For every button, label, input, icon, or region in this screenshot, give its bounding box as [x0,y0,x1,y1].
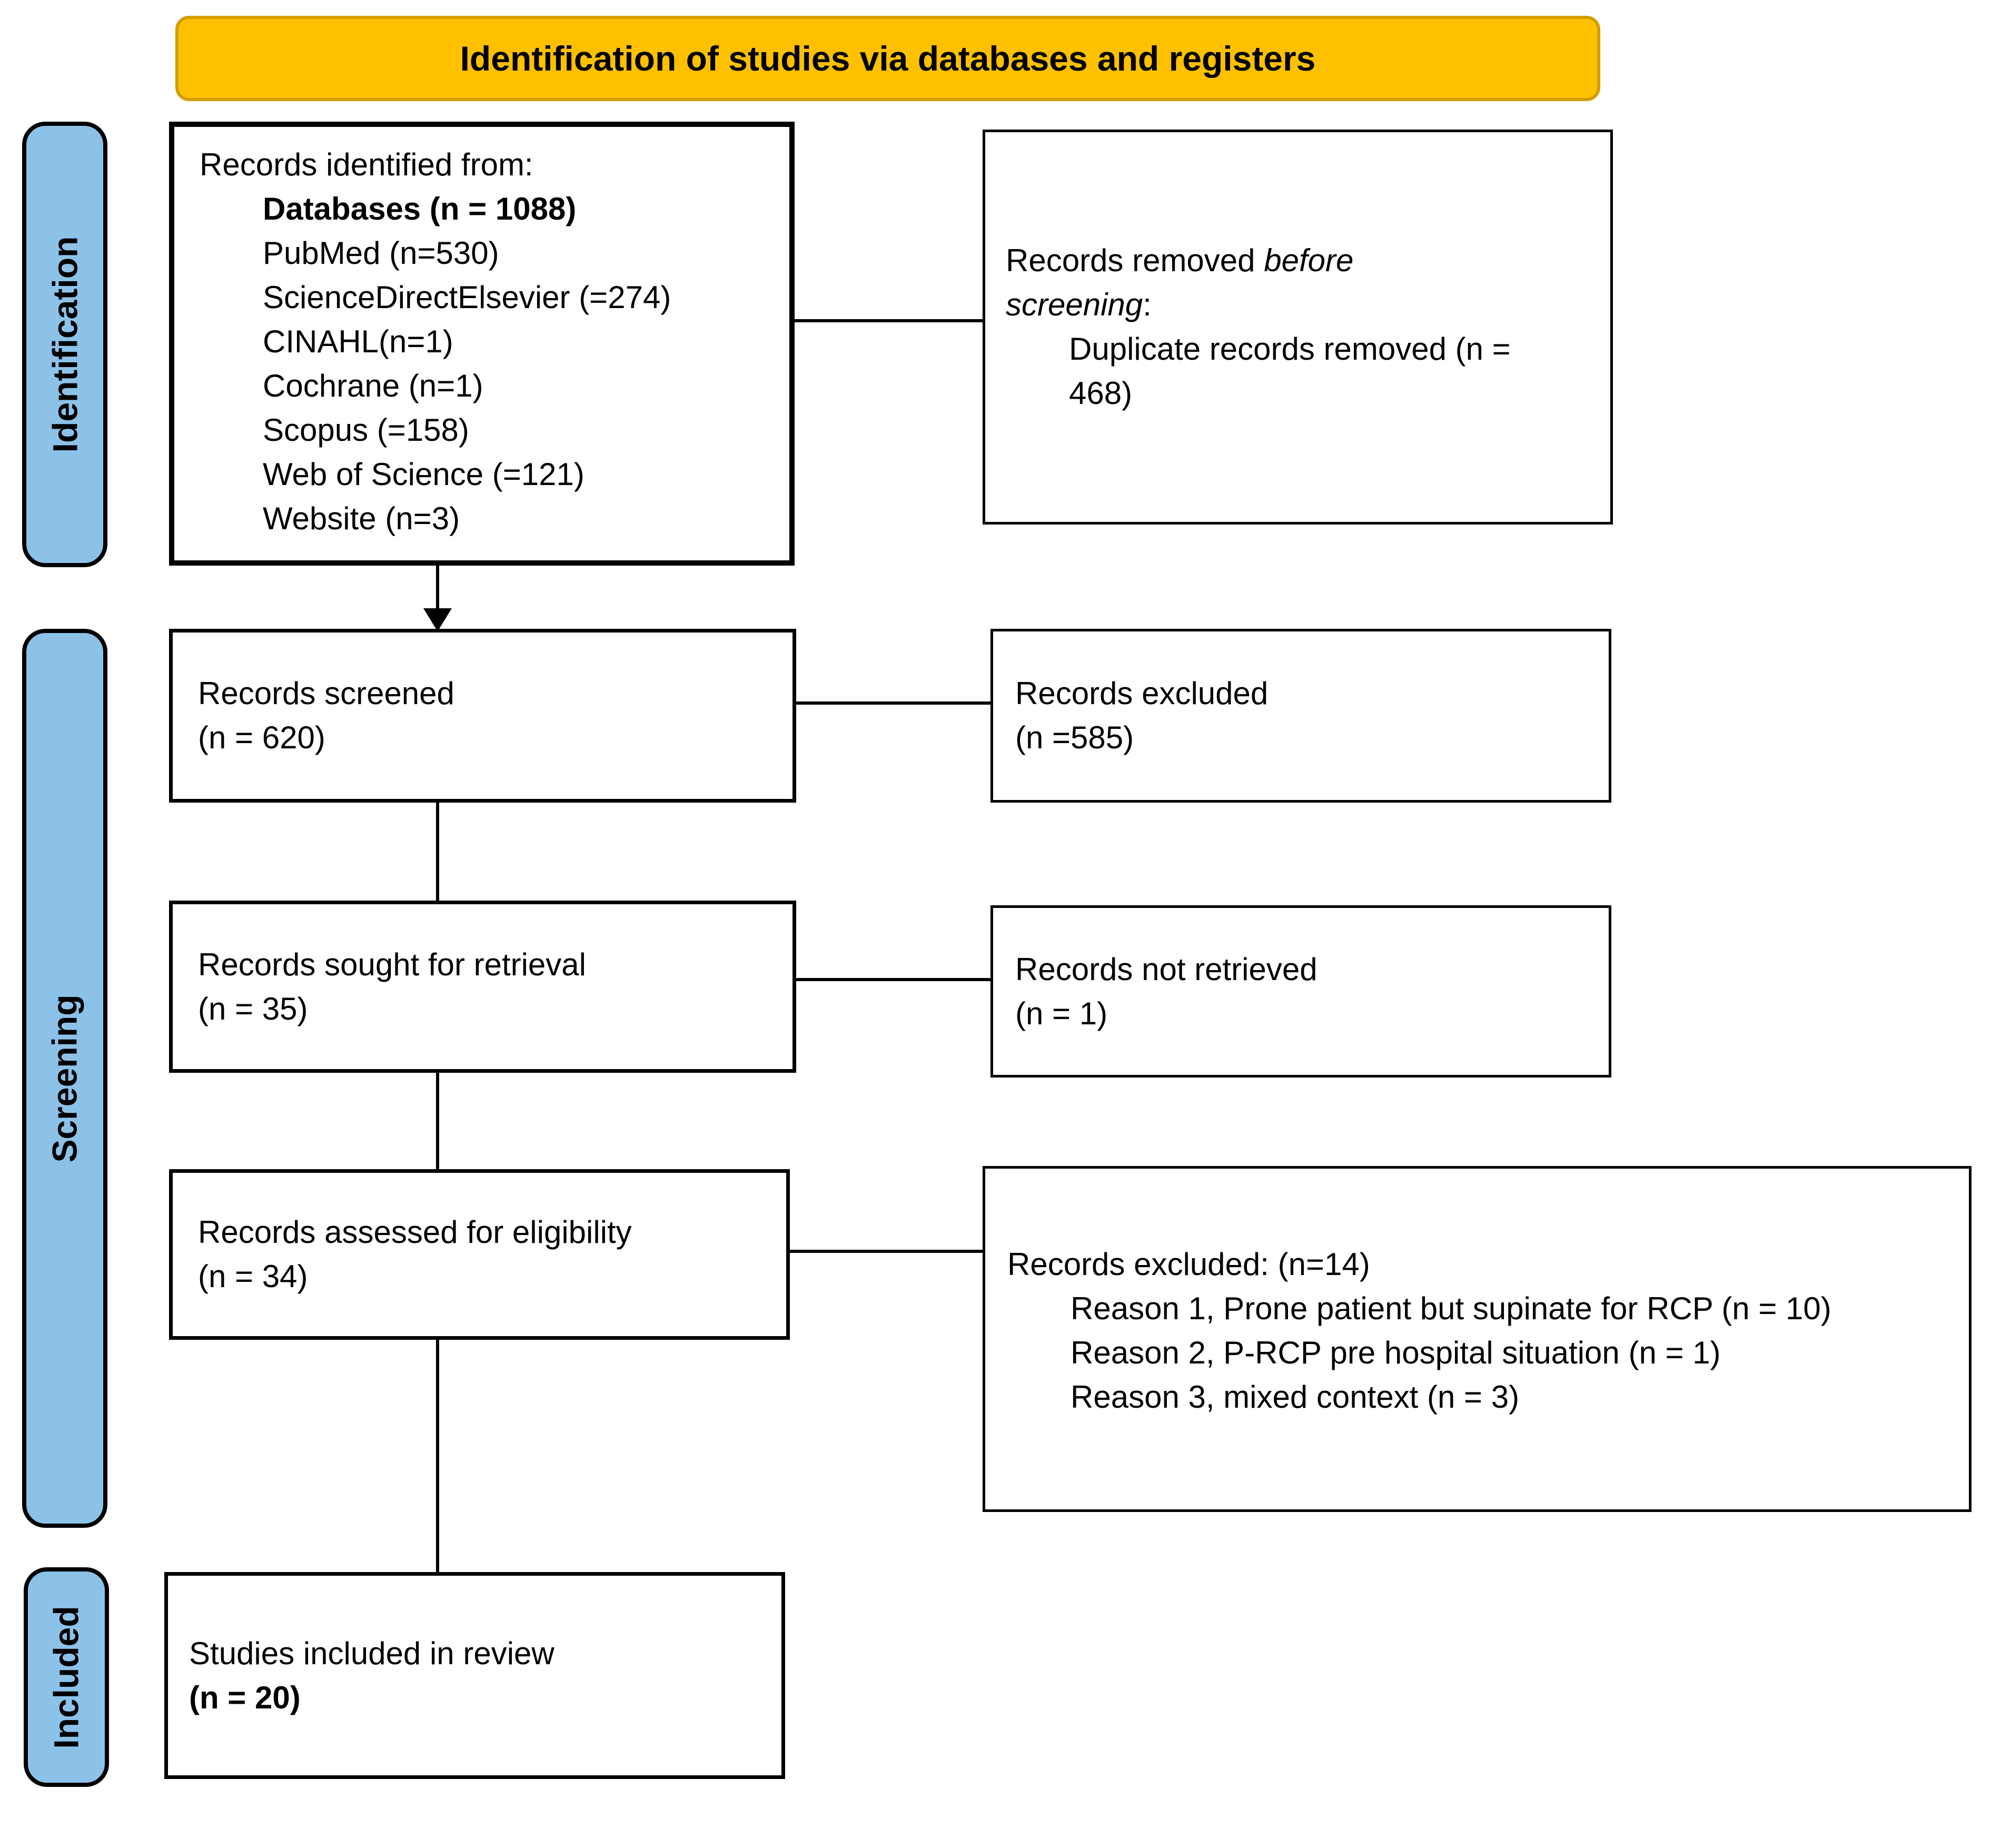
connector-assessed-to-included [436,1340,439,1572]
connector-identified-to-screened [436,566,439,611]
records-identified-title: Records identified from: [200,147,533,182]
excluded-reason: Reason 3, mixed context (n = 3) [1071,1379,1520,1415]
box-records-sought: Records sought for retrieval (n = 35) [169,901,796,1073]
box-records-excluded: Records excluded (n =585) [990,629,1611,803]
stage-included: Included [24,1567,109,1787]
box-studies-included: Studies included in review (n = 20) [164,1572,785,1779]
connector-sought-to-assessed [436,1073,439,1169]
box-records-not-retrieved: Records not retrieved (n = 1) [990,905,1611,1078]
excluded-reason: Reason 1, Prone patient but supinate for… [1071,1291,1831,1326]
connector-screened-to-excluded [796,701,990,705]
records-excluded-count: (n =585) [1015,720,1134,755]
connector-screened-to-sought [436,803,439,901]
studies-included-label: Studies included in review [189,1635,554,1671]
records-removed-line2: screening: [1006,287,1152,322]
records-screened-count: (n = 620) [198,720,325,755]
box-records-screened: Records screened (n = 620) [169,629,796,803]
records-identified-line: Web of Science (=121) [263,457,585,492]
box-records-removed-before-screening: Records removed before screening: Duplic… [983,130,1613,525]
stage-screening: Screening [22,629,107,1528]
records-assessed-count: (n = 34) [198,1259,308,1294]
records-not-retrieved-label: Records not retrieved [1015,951,1317,987]
records-assessed-label: Records assessed for eligibility [198,1214,632,1250]
stage-identification-label: Identification [45,236,85,453]
box-records-assessed: Records assessed for eligibility (n = 34… [169,1169,790,1340]
records-identified-line: Scopus (=158) [263,412,469,448]
excluded-reason: Reason 2, P-RCP pre hospital situation (… [1071,1335,1721,1370]
stage-identification: Identification [22,122,107,567]
records-sought-count: (n = 35) [198,991,308,1026]
records-removed-line1: Records removed before [1006,243,1354,278]
box-records-identified: Records identified from: Databases (n = … [169,122,795,566]
duplicates-removed-line1: Duplicate records removed (n = [1069,331,1511,367]
records-not-retrieved-count: (n = 1) [1015,995,1108,1031]
connector-assessed-to-excluded-reasons [790,1250,983,1253]
records-identified-line: Cochrane (n=1) [263,368,483,403]
box-records-excluded-reasons: Records excluded: (n=14) Reason 1, Prone… [983,1166,1972,1512]
stage-screening-label: Screening [45,994,85,1163]
records-sought-label: Records sought for retrieval [198,946,586,982]
connector-sought-to-not-retrieved [796,978,990,981]
records-identified-line: PubMed (n=530) [263,235,499,271]
records-identified-line: ScienceDirectElsevier (=274) [263,280,671,315]
records-excluded-label: Records excluded [1015,676,1269,711]
excluded-reasons-title: Records excluded: (n=14) [1007,1247,1370,1282]
stage-included-label: Included [47,1605,86,1749]
connector-identified-to-removed [795,319,983,322]
records-identified-line: Databases (n = 1088) [263,191,577,226]
records-screened-label: Records screened [198,676,454,711]
records-identified-line: CINAHL(n=1) [263,324,453,359]
banner: Identification of studies via databases … [175,16,1600,101]
records-identified-line: Website (n=3) [263,501,460,536]
studies-included-count: (n = 20) [189,1679,301,1715]
arrow-down-icon [423,608,452,631]
banner-title: Identification of studies via databases … [460,39,1316,78]
duplicates-removed-line2: 468) [1069,375,1133,411]
